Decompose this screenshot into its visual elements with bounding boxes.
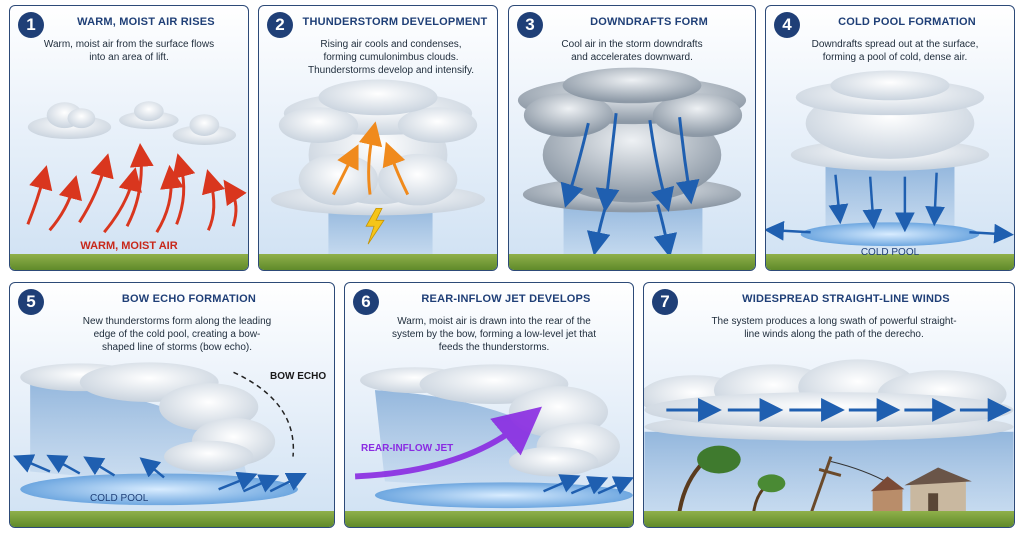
rear-inflow-jet-label: REAR-INFLOW JET (361, 443, 454, 454)
panel-2: 2 THUNDERSTORM DEVELOPMENT Rising air co… (258, 5, 498, 271)
panel-description: Downdrafts spread out at the surface, fo… (811, 39, 979, 63)
downdraft-arrows (766, 172, 1014, 244)
cold-pool-label: COLD POOL (90, 493, 149, 504)
panel-4: 4 COLD POOL FORMATION Downdrafts spread … (765, 5, 1015, 271)
panel-title: COLD POOL FORMATION (838, 16, 976, 28)
panel-7-art (644, 359, 1014, 514)
panel-title: REAR-INFLOW JET DEVELOPS (421, 293, 591, 305)
lightning-icon (365, 208, 385, 245)
step-badge: 2 (267, 12, 293, 38)
ground (644, 511, 1014, 527)
shelf-cloud (644, 359, 1014, 441)
ground (10, 254, 248, 270)
panel-description: The system produces a long swath of powe… (711, 316, 957, 340)
damaged-house-icon (870, 467, 972, 512)
cumulonimbus-cloud (270, 79, 486, 216)
bent-tree-icon (677, 445, 786, 514)
panel-1: 1 WARM, MOIST AIR RISES Warm, moist air … (9, 5, 249, 271)
downdraft-arrows (560, 113, 700, 258)
bow-echo-label: BOW ECHO (270, 371, 327, 382)
panel-title: BOW ECHO FORMATION (121, 293, 257, 305)
warm-air-label: WARM, MOIST AIR (80, 240, 178, 252)
step-badge: 3 (517, 12, 543, 38)
ground (509, 254, 755, 270)
outflow-arrows (13, 454, 307, 493)
panel-title: WARM, MOIST AIR RISES (77, 16, 215, 28)
ground (10, 511, 334, 527)
panel-description: Cool air in the storm downdrafts and acc… (561, 39, 703, 63)
cold-pool (20, 473, 298, 506)
panel-description: Warm, moist air from the surface flows i… (43, 39, 215, 63)
storm-cloud (517, 67, 747, 213)
updraft-arrows (332, 121, 410, 196)
bow-echo-outline (233, 371, 295, 457)
panel-7: 7 WIDESPREAD STRAIGHT-LINE WINDS The sys… (643, 282, 1015, 528)
step-badge: 1 (18, 12, 44, 38)
cold-pool-label: COLD POOL (860, 247, 920, 258)
panel-6-art (354, 364, 633, 509)
ground (766, 254, 1014, 270)
step-badge: 5 (18, 289, 44, 315)
panel-3: 3 DOWNDRAFTS FORM Cool air in the storm … (508, 5, 756, 271)
cold-pool (374, 482, 633, 509)
rising-air-arrows (26, 142, 247, 234)
panel-6: 6 REAR-INFLOW JET DEVELOPS Warm, moist a… (344, 282, 634, 528)
bow-echo-cloud (20, 362, 276, 473)
panel-description: Rising air cools and condenses, forming … (307, 39, 474, 76)
panel-3-art (517, 67, 747, 258)
panel-description: Warm, moist air is drawn into the rear o… (392, 316, 596, 353)
panel-5: 5 BOW ECHO FORMATION New thunderstorms f… (9, 282, 335, 528)
ground (259, 254, 497, 270)
panel-2-art (270, 79, 486, 257)
ground (345, 511, 633, 527)
step-badge: 4 (774, 12, 800, 38)
step-badge: 7 (652, 289, 678, 315)
fair-weather-clouds (27, 101, 237, 145)
cold-pool (800, 222, 980, 247)
rear-inflow-jet-arrow (354, 406, 543, 480)
outflow-arrows (543, 474, 633, 495)
step-badge: 6 (353, 289, 379, 315)
panel-4-art (766, 70, 1014, 247)
panel-5-art (13, 362, 307, 506)
panel-title: DOWNDRAFTS FORM (590, 16, 708, 28)
panel-title: WIDESPREAD STRAIGHT-LINE WINDS (742, 293, 950, 305)
storm-cloud (790, 70, 990, 171)
panel-title: THUNDERSTORM DEVELOPMENT (302, 16, 488, 28)
panel-1-art (26, 101, 247, 234)
panel-description: New thunderstorms form along the leading… (82, 316, 272, 353)
